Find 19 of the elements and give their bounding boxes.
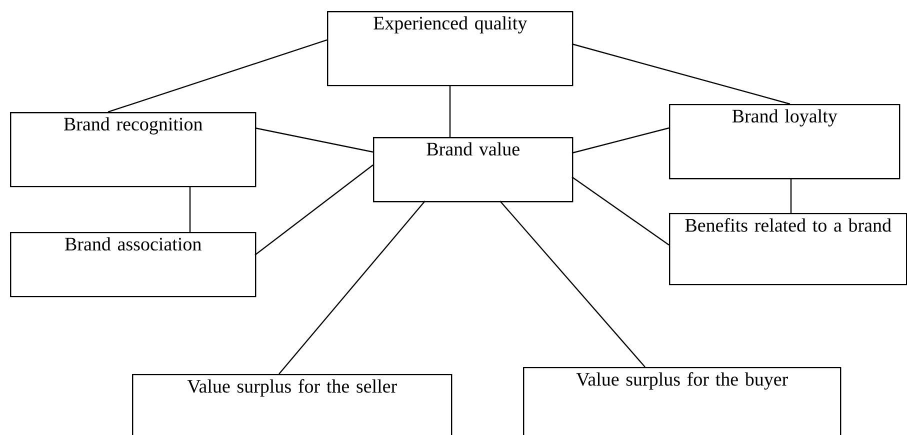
concept-box: Value surplus for the seller — [132, 374, 452, 435]
connector-line — [254, 127, 374, 153]
connector-line — [572, 43, 790, 105]
connector-line — [278, 200, 426, 374]
concept-box: Brand recognition — [10, 112, 256, 188]
connector-line — [189, 186, 191, 232]
concept-box: Value surplus for the buyer — [523, 366, 842, 435]
concept-box: Experienced quality — [327, 11, 574, 86]
connector-line — [500, 200, 646, 368]
concept-box: Brand value — [373, 137, 574, 202]
connector-line — [790, 178, 792, 213]
connector-line — [572, 127, 670, 154]
connector-line — [449, 84, 451, 137]
concept-box: Brand association — [10, 232, 256, 298]
connector-line — [572, 176, 670, 246]
connector-line — [108, 39, 328, 113]
connector-line — [254, 164, 374, 256]
concept-box: Brand loyalty — [669, 104, 900, 180]
concept-box: Benefits related to a brand — [669, 212, 907, 286]
